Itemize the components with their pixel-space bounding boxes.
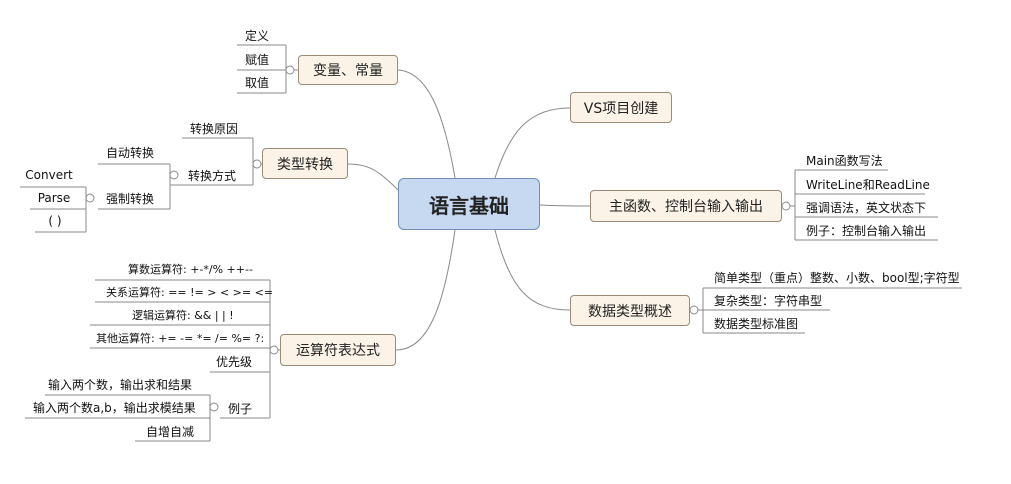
collapse-circle-method xyxy=(169,170,179,180)
link-root-main xyxy=(539,204,591,207)
collapse-circle-example xyxy=(209,402,219,412)
leaf-assign[interactable]: 赋值 xyxy=(244,52,269,67)
leaf-other-operators[interactable]: 其他运算符: += -= *= /= %= ?: xyxy=(96,332,265,345)
link-root-vs xyxy=(494,107,571,179)
leaf-syntax-english[interactable]: 强调语法，英文状态下 xyxy=(806,200,927,215)
leaf-operator-example[interactable]: 例子 xyxy=(227,401,252,416)
leaf-arithmetic-operators[interactable]: 算数运算符: +-*/% ++-- xyxy=(128,263,253,276)
topic-data-types[interactable]: 数据类型概述 xyxy=(570,295,690,326)
collapse-circle-conversion xyxy=(252,159,262,169)
leaf-auto-conversion[interactable]: 自动转换 xyxy=(105,145,154,160)
leaf-logical-operators[interactable]: 逻辑运算符: && | | ! xyxy=(132,309,234,322)
leaf-example-sum[interactable]: 输入两个数，输出求和结果 xyxy=(48,377,193,392)
leaf-retrieve[interactable]: 取值 xyxy=(244,75,269,90)
leaf-conversion-method[interactable]: 转换方式 xyxy=(187,168,236,183)
leaf-simple-types[interactable]: 简单类型（重点）整数、小数、bool型;字符型 xyxy=(714,270,960,285)
leaf-console-example[interactable]: 例子：控制台输入输出 xyxy=(806,223,927,238)
leaf-forced-conversion[interactable]: 强制转换 xyxy=(105,191,154,206)
link-root-variables xyxy=(397,69,456,179)
leaf-writeline-readline[interactable]: WriteLine和ReadLine xyxy=(806,177,930,192)
collapse-circle-main xyxy=(781,201,791,211)
root-node[interactable]: 语言基础 xyxy=(398,178,540,230)
leaf-cast[interactable]: ( ) xyxy=(48,214,62,228)
leaf-relational-operators[interactable]: 关系运算符: == != > < >= <= xyxy=(106,286,274,299)
leaf-convert[interactable]: Convert xyxy=(25,168,73,182)
leaf-operator-priority[interactable]: 优先级 xyxy=(215,354,252,369)
leaf-complex-types[interactable]: 复杂类型：字符串型 xyxy=(714,293,823,308)
leaf-example-mod[interactable]: 输入两个数a,b，输出求模结果 xyxy=(33,400,196,415)
link-root-datatypes xyxy=(494,229,571,311)
leaf-example-increment[interactable]: 自增自减 xyxy=(145,424,194,439)
leaf-type-chart[interactable]: 数据类型标准图 xyxy=(714,316,799,331)
leaf-conversion-reason[interactable]: 转换原因 xyxy=(189,121,238,136)
collapse-circle-operators xyxy=(269,345,279,355)
topic-main-console[interactable]: 主函数、控制台输入输出 xyxy=(590,190,782,222)
leaf-define[interactable]: 定义 xyxy=(244,28,269,43)
collapse-circle-datatypes xyxy=(689,305,699,315)
collapse-circle-variables xyxy=(285,65,295,75)
link-root-conversion xyxy=(347,163,399,191)
topic-variables[interactable]: 变量、常量 xyxy=(298,55,398,85)
link-root-operators xyxy=(395,229,456,351)
collapse-circle-forced xyxy=(85,193,95,203)
topic-operators[interactable]: 运算符表达式 xyxy=(280,334,396,366)
leaf-parse[interactable]: Parse xyxy=(37,191,71,205)
leaf-main-function[interactable]: Main函数写法 xyxy=(806,153,883,168)
topic-vs-project[interactable]: VS项目创建 xyxy=(570,92,672,123)
topic-type-conversion[interactable]: 类型转换 xyxy=(262,148,348,179)
